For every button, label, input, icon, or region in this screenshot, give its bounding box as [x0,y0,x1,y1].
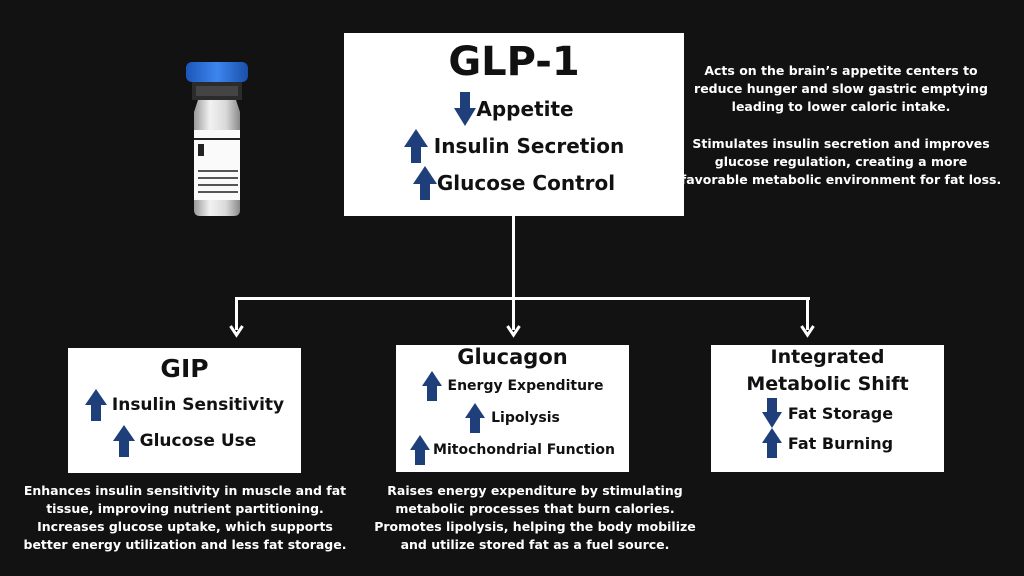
up-arrow-icon [412,165,437,200]
gip-item-glucose-use: Glucose Use [68,423,301,459]
arrowhead-icon [800,325,815,338]
glucagon-item-label: Mitochondrial Function [433,442,615,458]
integrated-shift-box: Integrated Metabolic Shift Fat Storage F… [711,345,944,472]
glucagon-item-energy-expenditure: Energy Expenditure [396,370,629,402]
glucagon-item-mitochondrial-function: Mitochondrial Function [396,434,629,466]
up-arrow-icon [403,128,428,163]
glp1-item-label: Glucose Control [436,170,616,195]
up-arrow-icon [84,389,107,421]
glucagon-item-label: Energy Expenditure [447,378,604,394]
up-arrow-icon [465,403,486,433]
glp1-item-insulin-secretion: Insulin Secretion [344,127,684,164]
glucagon-title: Glucagon [457,345,568,369]
down-arrow-icon [761,398,782,428]
glucagon-item-lipolysis: Lipolysis [396,402,629,434]
glp1-item-label: Insulin Secretion [433,133,625,158]
gip-item-insulin-sensitivity: Insulin Sensitivity [68,387,301,423]
integrated-item-label: Fat Burning [787,433,894,453]
arrowhead-icon [506,325,521,338]
glp1-item-glucose-control: Glucose Control [344,164,684,201]
glp1-box: GLP-1 Appetite Insulin Secretion Glucose… [344,33,684,216]
arrowhead-icon [229,325,244,338]
glp1-title: GLP-1 [448,39,580,85]
down-arrow-icon [454,91,477,126]
integrated-item-label: Fat Storage [787,403,894,423]
up-arrow-icon [112,425,135,457]
glucagon-item-label: Lipolysis [491,410,560,426]
gip-box: GIP Insulin Sensitivity Glucose Use [68,348,301,473]
gip-description: Enhances insulin sensitivity in muscle a… [23,483,347,552]
up-arrow-icon [410,435,431,465]
integrated-item-fat-storage: Fat Storage [711,398,944,428]
glp1-item-appetite: Appetite [344,90,684,127]
up-arrow-icon [761,428,782,458]
glp1-description-2: Stimulates insulin secretion and improve… [680,136,1002,187]
glp1-item-label: Appetite [476,96,574,121]
up-arrow-icon [421,371,442,401]
glucagon-description: Raises energy expenditure by stimulating… [374,483,696,552]
gip-item-label: Glucose Use [139,431,257,451]
peptide-vial-image [180,60,260,220]
glucagon-box: Glucagon Energy Expenditure Lipolysis Mi… [396,345,629,472]
gip-item-label: Insulin Sensitivity [111,395,285,415]
integrated-item-fat-burning: Fat Burning [711,428,944,458]
gip-title: GIP [160,354,209,383]
integrated-title-line1: Integrated [770,346,885,368]
integrated-title-line2: Metabolic Shift [746,373,909,395]
glp1-description-1: Acts on the brain’s appetite centers to … [694,63,988,114]
